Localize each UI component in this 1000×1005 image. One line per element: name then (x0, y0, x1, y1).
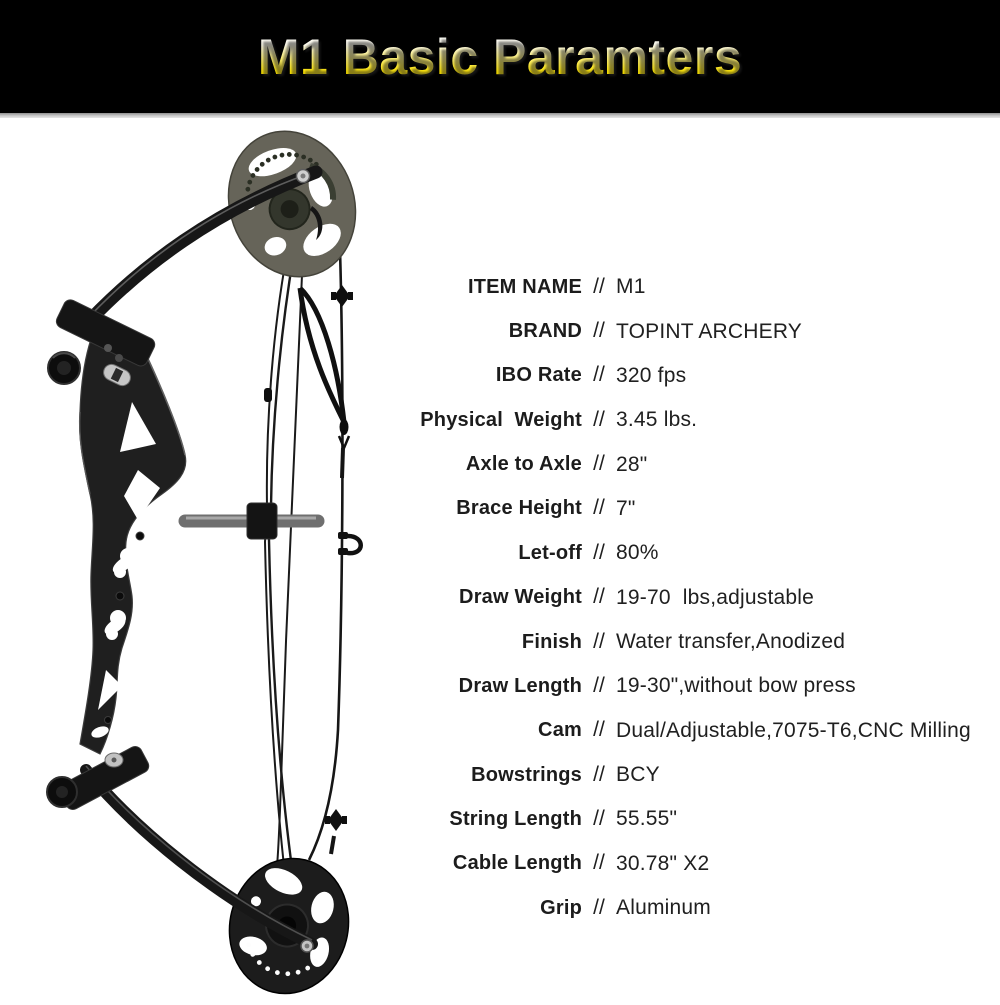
string-damper-bottom (325, 809, 347, 855)
spec-separator: // (593, 629, 605, 653)
spec-row-cable-length: Cable Length // 30.78" X2 (392, 842, 992, 886)
spec-separator: // (593, 806, 605, 830)
cam-axle-top (295, 168, 311, 184)
limb-pocket-bottom (58, 746, 150, 810)
d-loop (338, 532, 363, 556)
spec-label: Cam (538, 719, 582, 742)
spec-value: 3.45 lbs. (616, 408, 698, 432)
spec-row-physical-weight: Physical Weight // 3.45 lbs. (392, 398, 992, 442)
spec-value: 55.55" (616, 807, 678, 831)
bowstring (307, 249, 344, 861)
spec-label: Physical Weight (420, 408, 582, 431)
cam-hole-dots (245, 152, 319, 192)
spec-separator: // (593, 452, 605, 476)
spec-label: Brace Height (456, 497, 582, 520)
spec-row-ibo-rate: IBO Rate // 320 fps (392, 354, 992, 398)
spec-separator: // (593, 718, 605, 742)
spec-label: BRAND (508, 320, 582, 343)
spec-separator: // (593, 585, 605, 609)
spec-value: M1 (616, 275, 646, 299)
spec-separator: // (593, 496, 605, 520)
spec-row-draw-length: Draw Length // 19-30",without bow press (392, 664, 992, 708)
cable-knot (264, 388, 272, 402)
limb-bolt-bottom-knob (46, 776, 78, 808)
cables (263, 189, 308, 947)
spec-row-let-off: Let-off // 80% (392, 531, 992, 575)
spec-value: Aluminum (616, 896, 711, 920)
spec-list: ITEM NAME // M1 BRAND // TOPINT ARCHERY … (392, 265, 992, 930)
spec-row-grip: Grip // Aluminum (392, 886, 992, 930)
spec-label: Let-off (518, 541, 582, 564)
spec-row-bowstrings: Bowstrings // BCY (392, 753, 992, 797)
riser-cutouts (91, 402, 160, 738)
spec-value: 30.78" X2 (616, 851, 710, 875)
riser-bolts (104, 531, 145, 724)
string-damper-top (331, 285, 353, 307)
cam-axle-bottom (300, 939, 314, 953)
header-banner: M1 Basic Paramters (0, 0, 1000, 113)
spec-separator: // (593, 274, 605, 298)
top-cam (227, 130, 357, 278)
product-photo (20, 110, 420, 1000)
spec-separator: // (593, 540, 605, 564)
spec-label: Draw Length (458, 674, 582, 697)
spec-separator: // (593, 407, 605, 431)
draw-stop-hook (310, 206, 323, 240)
spec-value: 28" (616, 452, 648, 476)
upper-limb (83, 165, 323, 327)
cable-slide-block (246, 502, 278, 540)
spec-label: String Length (449, 807, 582, 830)
spec-row-brace-height: Brace Height // 7" (392, 487, 992, 531)
spec-label: ITEM NAME (467, 275, 582, 298)
spec-separator: // (593, 363, 605, 387)
spec-separator: // (593, 895, 605, 919)
spec-value: 19-70 lbs,adjustable (616, 585, 814, 609)
spec-label: Draw Weight (459, 586, 582, 609)
spec-separator: // (593, 762, 605, 786)
spec-row-draw-weight: Draw Weight // 19-70 lbs,adjustable (392, 576, 992, 620)
spec-label: IBO Rate (495, 364, 582, 387)
spec-value: Dual/Adjustable,7075-T6,CNC Milling (616, 718, 971, 742)
spec-separator: // (593, 851, 605, 875)
spec-label: Grip (540, 896, 582, 919)
bow-illustration (46, 130, 363, 995)
spec-value: TOPINT ARCHERY (616, 319, 803, 343)
spec-value: 7" (616, 496, 636, 520)
spec-row-finish: Finish // Water transfer,Anodized (392, 620, 992, 664)
spec-value: BCY (616, 763, 660, 787)
bottom-cam (228, 857, 350, 995)
spec-value: Water transfer,Anodized (616, 630, 846, 654)
spec-label: Bowstrings (471, 763, 582, 786)
spec-separator: // (593, 319, 605, 343)
limb-pocket-top (55, 299, 156, 387)
spec-label: Finish (521, 630, 582, 653)
page-title: M1 Basic Paramters (257, 28, 743, 85)
riser (78, 327, 187, 755)
spec-separator: // (593, 673, 605, 697)
spec-label: Cable Length (452, 852, 582, 875)
spec-row-item-name: ITEM NAME // M1 (392, 265, 992, 309)
header-divider (0, 113, 1000, 118)
spec-row-axle-to-axle: Axle to Axle // 28" (392, 442, 992, 486)
spec-value: 320 fps (616, 363, 687, 387)
spec-row-cam: Cam // Dual/Adjustable,7075-T6,CNC Milli… (392, 709, 992, 753)
spec-row-string-length: String Length // 55.55" (392, 797, 992, 841)
spec-value: 19-30",without bow press (616, 674, 856, 698)
limb-bolt-top-knob (47, 351, 81, 385)
spec-value: 80% (616, 541, 659, 565)
spec-row-brand: BRAND // TOPINT ARCHERY (392, 309, 992, 353)
spec-label: Axle to Axle (465, 453, 582, 476)
peep-sight-loop (297, 286, 351, 479)
limb-bolt-barrel (103, 363, 131, 387)
